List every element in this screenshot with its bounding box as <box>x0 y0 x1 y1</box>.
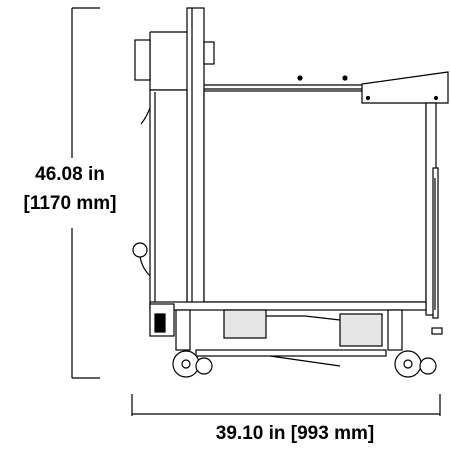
right-foot-detail <box>431 327 443 335</box>
undercarriage-pipe <box>266 315 341 321</box>
undercarriage-box-left <box>223 309 267 339</box>
lower-frame <box>149 301 427 311</box>
left-leg <box>175 309 191 351</box>
height-label-imperial: 46.08 in <box>35 164 105 185</box>
front-panel <box>186 7 205 305</box>
height-dimension <box>71 7 100 379</box>
left-caster-hub <box>181 359 191 369</box>
electrical-connector <box>154 313 166 333</box>
left-caster-wheel-rear <box>195 357 213 375</box>
right-caster-wheel-rear <box>419 357 437 375</box>
height-label-metric: [1170 mm] <box>23 193 117 214</box>
hood-latch <box>203 41 215 65</box>
control-shelf <box>361 71 449 104</box>
width-dimension <box>131 394 441 416</box>
base-rail <box>195 349 387 357</box>
right-caster-wheel <box>394 350 422 378</box>
width-label: 39.10 in [993 mm] <box>215 423 375 444</box>
main-body <box>203 90 427 303</box>
side-fitting-hose <box>139 256 151 277</box>
side-fitting <box>132 242 148 258</box>
undercarriage-box-right <box>339 313 383 347</box>
hood-block <box>134 39 151 81</box>
machine-side-view <box>132 7 449 378</box>
shelf-button <box>433 95 439 101</box>
drain-line <box>269 355 341 367</box>
right-caster-hub <box>403 359 413 369</box>
rear-column <box>149 89 188 305</box>
hose-line <box>140 107 151 125</box>
body-fastener <box>297 75 303 81</box>
left-caster-wheel <box>172 350 200 378</box>
shelf-button <box>365 95 371 101</box>
hood-outline <box>149 31 187 91</box>
right-leg <box>387 309 403 351</box>
body-fastener <box>342 75 348 81</box>
